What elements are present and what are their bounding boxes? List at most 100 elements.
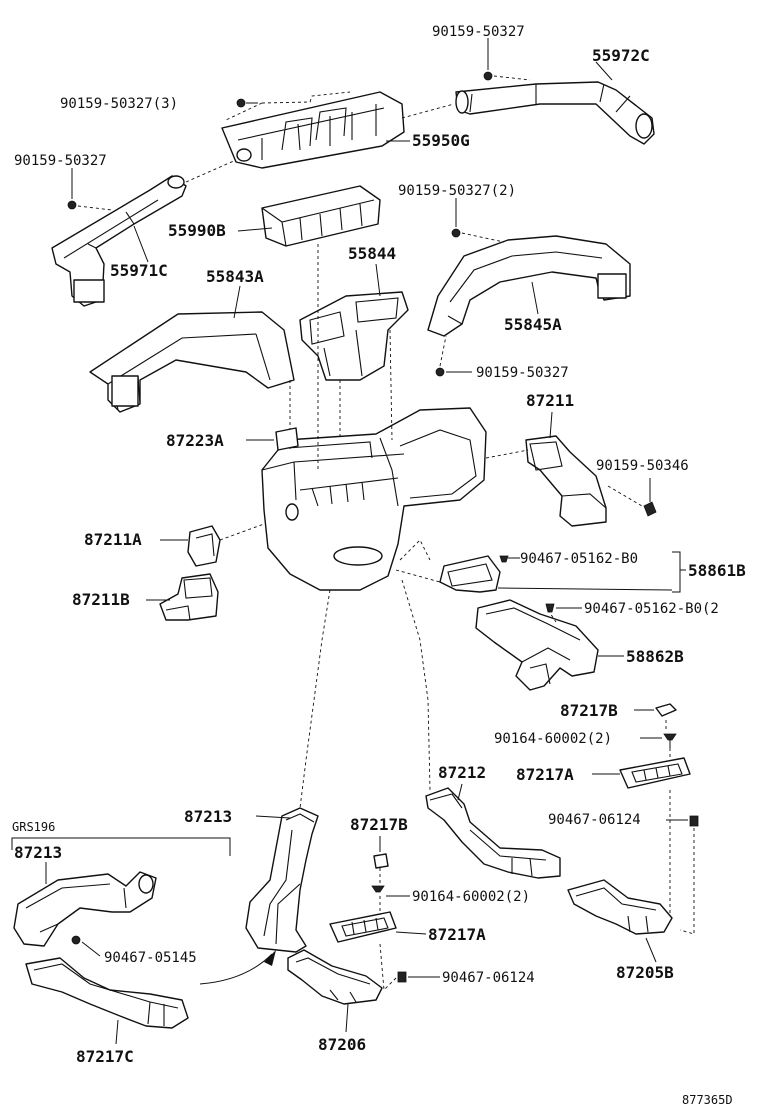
label-55972C: 55972C [592, 46, 650, 65]
label-group-GRS196: GRS196 [12, 820, 55, 834]
label-90159-50327-2: 90159-50327(2) [398, 183, 516, 199]
dashed-guide-87211A [219, 523, 265, 541]
part-58862B-duct [475, 599, 599, 691]
part-87217B-right-clip [655, 703, 677, 717]
label-87206: 87206 [318, 1035, 366, 1054]
part-87211B-duct [159, 573, 219, 621]
dashed-guide-87212 [401, 579, 431, 791]
label-87217A-right: 87217A [516, 765, 574, 784]
heater-unit-assembly [261, 407, 487, 591]
part-58861B-duct [439, 555, 501, 593]
part-55844-duct [299, 291, 409, 381]
dashed-guide-right-column [665, 720, 695, 935]
nut-90467-05145-icon [71, 935, 101, 957]
bolt-90159-50346-icon [643, 501, 657, 517]
part-55972C-duct [455, 81, 655, 145]
part-87206-duct [287, 949, 383, 1005]
part-87217C-duct [25, 957, 189, 1029]
screw-90467-05162-B0-2-icon [545, 603, 582, 613]
leader-87205B [645, 937, 657, 963]
leader-55844 [375, 263, 381, 297]
arrow-group-to-87213 [199, 953, 273, 985]
leader-87206 [345, 1003, 349, 1033]
label-87211A: 87211A [84, 530, 142, 549]
label-87223A: 87223A [166, 431, 224, 450]
label-90159-50346: 90159-50346 [596, 458, 689, 474]
label-55971C: 55971C [110, 261, 168, 280]
part-87217B-mid-clip [373, 853, 389, 869]
part-87213-group-duct [13, 871, 157, 947]
part-87212-duct [425, 787, 561, 879]
bolt-90159-50327-top-icon [483, 38, 493, 81]
label-55845A: 55845A [504, 315, 562, 334]
label-90467-05162-B0-2: 90467-05162-B0(2 [584, 601, 719, 617]
diagram-id: 877365D [682, 1093, 733, 1107]
leader-58861B [497, 587, 673, 591]
bolt-90159-50327-mid-icon [435, 367, 472, 377]
part-55845A-duct [427, 235, 631, 337]
label-87217A-mid: 87217A [428, 925, 486, 944]
part-87223A-clip [275, 427, 299, 451]
leader-87217A-mid [395, 931, 427, 935]
label-87211B: 87211B [72, 590, 130, 609]
label-55843A: 55843A [206, 267, 264, 286]
label-87217B-right: 87217B [560, 701, 618, 720]
screw-90467-05162-B0-icon [499, 555, 520, 563]
bolt-90159-50327-3-icon [236, 98, 258, 108]
label-90159-50327-3: 90159-50327(3) [60, 96, 178, 112]
dashed-guide-90159-50346 [607, 485, 643, 507]
label-58862B: 58862B [626, 647, 684, 666]
label-55950G: 55950G [412, 131, 470, 150]
dashed-guide-heater-top [289, 244, 393, 470]
part-87217A-mid-vent [329, 911, 397, 943]
label-90467-05145: 90467-05145 [104, 950, 197, 966]
part-55971C-duct [51, 175, 187, 307]
screw-90164-60002-right-icon [663, 733, 677, 748]
dashed-guide-mid-column [379, 868, 397, 991]
label-55990B: 55990B [168, 221, 226, 240]
leader-87213 [255, 815, 291, 819]
dashed-guide-bolt-mid [439, 335, 447, 367]
arrow-head-icon [264, 950, 276, 966]
bracket-58861B [672, 551, 686, 593]
label-87205B: 87205B [616, 963, 674, 982]
bolt-90159-50327-left-icon [67, 168, 77, 210]
part-87213-duct [245, 807, 319, 953]
dashed-guide-55972C [401, 75, 531, 119]
label-90467-06124-mid: 90467-06124 [442, 970, 535, 986]
label-87211: 87211 [526, 391, 574, 410]
part-55990B-duct [261, 185, 381, 247]
label-55844: 55844 [348, 244, 396, 263]
leader-55972C [595, 61, 613, 81]
label-87217B-mid: 87217B [350, 815, 408, 834]
label-87213-group: 87213 [14, 843, 62, 862]
dashed-guide-55950G [225, 91, 351, 121]
group-bracket-GRS196 [11, 837, 231, 856]
dashed-guide-87213 [299, 589, 331, 809]
part-55843A-duct [89, 311, 295, 413]
label-90467-05162-B0: 90467-05162-B0 [520, 551, 638, 567]
part-87211-duct [525, 435, 607, 527]
label-58861B: 58861B [688, 561, 746, 580]
screw-90164-60002-mid-icon [371, 885, 410, 897]
nut-90467-06124-mid-icon [397, 971, 440, 983]
leader-87211 [549, 411, 553, 439]
nut-90467-06124-right-icon [689, 815, 699, 827]
label-90159-50327-top: 90159-50327 [432, 24, 525, 40]
leader-55843A [233, 285, 241, 319]
leader-55971C [133, 225, 149, 263]
label-87213: 87213 [184, 807, 232, 826]
leader-87217C [115, 1019, 119, 1045]
leader-87212 [457, 783, 463, 801]
dashed-guide-58861B [395, 539, 557, 623]
part-55950G-duct [221, 91, 405, 169]
label-90159-50327-mid: 90159-50327 [476, 365, 569, 381]
part-87205B-duct [567, 879, 673, 935]
label-87217C: 87217C [76, 1047, 134, 1066]
part-87211A-clip [187, 525, 221, 567]
dashed-guide-55845A [461, 232, 505, 243]
label-90467-06124-right: 90467-06124 [548, 812, 641, 828]
part-87217A-right-vent [619, 757, 691, 789]
